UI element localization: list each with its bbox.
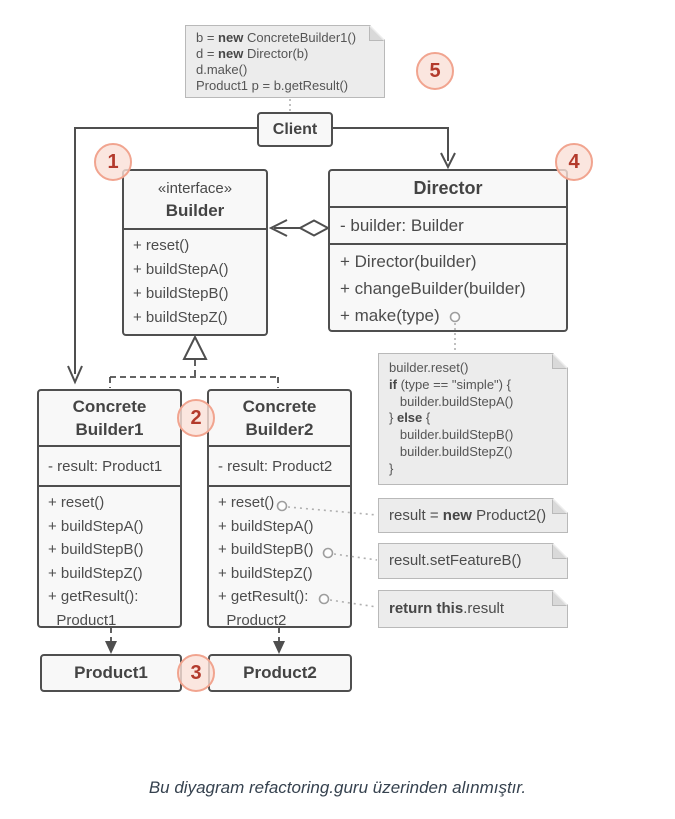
- method-line: + buildStepZ(): [218, 564, 313, 582]
- note-make-code: builder.reset()if (type == "simple") { b…: [378, 353, 568, 485]
- code-line: d.make(): [196, 62, 248, 77]
- class-client: Client: [257, 112, 333, 147]
- class-builder-name: Builder: [165, 200, 225, 220]
- badge-2: 2: [177, 399, 215, 437]
- concrete-builder2-methods: + reset() + buildStepA() + buildStepB() + b…: [209, 487, 350, 629]
- note-reset-code: result = new Product2(): [378, 498, 568, 533]
- class-director: Director - builder: Builder + Director(b…: [328, 169, 568, 332]
- code-line: result.setFeatureB(): [389, 552, 522, 569]
- method-line: + buildStepA(): [133, 261, 229, 278]
- code-line: builder.buildStepA(): [389, 393, 514, 409]
- method-line: + reset(): [48, 494, 105, 511]
- code-line: return this.result: [389, 600, 505, 617]
- method-line: + getResult():: [218, 588, 309, 605]
- note-fold-icon: [552, 591, 567, 606]
- concrete-builder1-methods: + reset() + buildStepA() + buildStepB() + b…: [39, 487, 180, 629]
- client-to-director-arrow: [333, 127, 456, 170]
- code-line: }: [389, 460, 394, 476]
- code-line: } else {: [389, 410, 431, 426]
- class-name-line: Concrete: [242, 397, 317, 416]
- note-fold-icon: [369, 26, 384, 41]
- method-line: + buildStepZ(): [48, 564, 143, 582]
- director-methods: + Director(builder) + changeBuilder(build…: [330, 245, 566, 330]
- code-line: builder.buildStepZ(): [389, 443, 513, 459]
- code-line: builder.reset(): [389, 360, 469, 375]
- builder-methods: + reset() + buildStepA() + buildStepB() + b…: [124, 230, 266, 334]
- code-line: if (type == "simple") {: [389, 376, 511, 392]
- realization-triangle-and-dashes: [109, 334, 279, 388]
- note-getresult-code: return this.result: [378, 590, 568, 628]
- director-field: - builder: Builder: [340, 215, 464, 235]
- method-line: + buildStepB(): [218, 541, 314, 558]
- note-fold-icon: [552, 354, 567, 369]
- badge-3: 3: [177, 654, 215, 692]
- code-line: builder.buildStepB(): [389, 427, 514, 443]
- method-line: + getResult():: [48, 588, 139, 605]
- code-line: result = new Product2(): [389, 506, 547, 524]
- note-setfeature-code: result.setFeatureB(): [378, 543, 568, 579]
- class-product1-name: Product1: [74, 663, 148, 682]
- badge-5: 5: [416, 52, 454, 90]
- code-line: d = new Director(b): [196, 46, 309, 61]
- method-line: + buildStepZ(): [133, 309, 228, 326]
- stereotype-label: «interface»: [157, 179, 233, 197]
- class-name-line: Builder1: [75, 420, 144, 439]
- note-fold-icon: [552, 544, 567, 559]
- class-product2: Product2: [208, 654, 352, 692]
- note-client-code: b = new ConcreteBuilder1()d = new Direct…: [185, 25, 385, 98]
- caption-text: Bu diyagram refactoring.guru üzerinden a…: [148, 778, 527, 797]
- concrete-builder2-field: - result: Product2: [218, 457, 333, 475]
- class-name-line: Builder2: [245, 420, 314, 439]
- note-fold-icon: [552, 499, 567, 514]
- concrete-builder1-field: - result: Product1: [48, 457, 163, 475]
- method-line: + changeBuilder(builder): [340, 279, 526, 298]
- code-line: b = new ConcreteBuilder1(): [196, 30, 357, 45]
- method-line: + Director(builder): [340, 252, 477, 271]
- class-client-name: Client: [272, 120, 318, 138]
- class-builder-interface: «interface» Builder + reset() + buildStep…: [122, 169, 268, 336]
- method-line: Product1: [48, 611, 117, 629]
- badge-1: 1: [94, 143, 132, 181]
- badge-4: 4: [555, 143, 593, 181]
- code-line: Product1 p = b.getResult(): [196, 78, 349, 93]
- class-product1: Product1: [40, 654, 182, 692]
- method-line: + buildStepB(): [133, 285, 229, 302]
- method-line: + buildStepA(): [48, 517, 144, 535]
- class-product2-name: Product2: [243, 663, 317, 682]
- method-line: + buildStepA(): [218, 517, 314, 535]
- method-line: + buildStepB(): [48, 541, 144, 558]
- method-line: + reset(): [133, 237, 190, 254]
- method-line: Product2: [218, 611, 287, 629]
- class-director-name: Director: [413, 178, 483, 198]
- method-line: + reset(): [218, 494, 275, 511]
- class-name-line: Concrete: [72, 397, 147, 416]
- method-line: + make(type): [340, 306, 440, 325]
- director-builder-aggregation: [268, 219, 331, 237]
